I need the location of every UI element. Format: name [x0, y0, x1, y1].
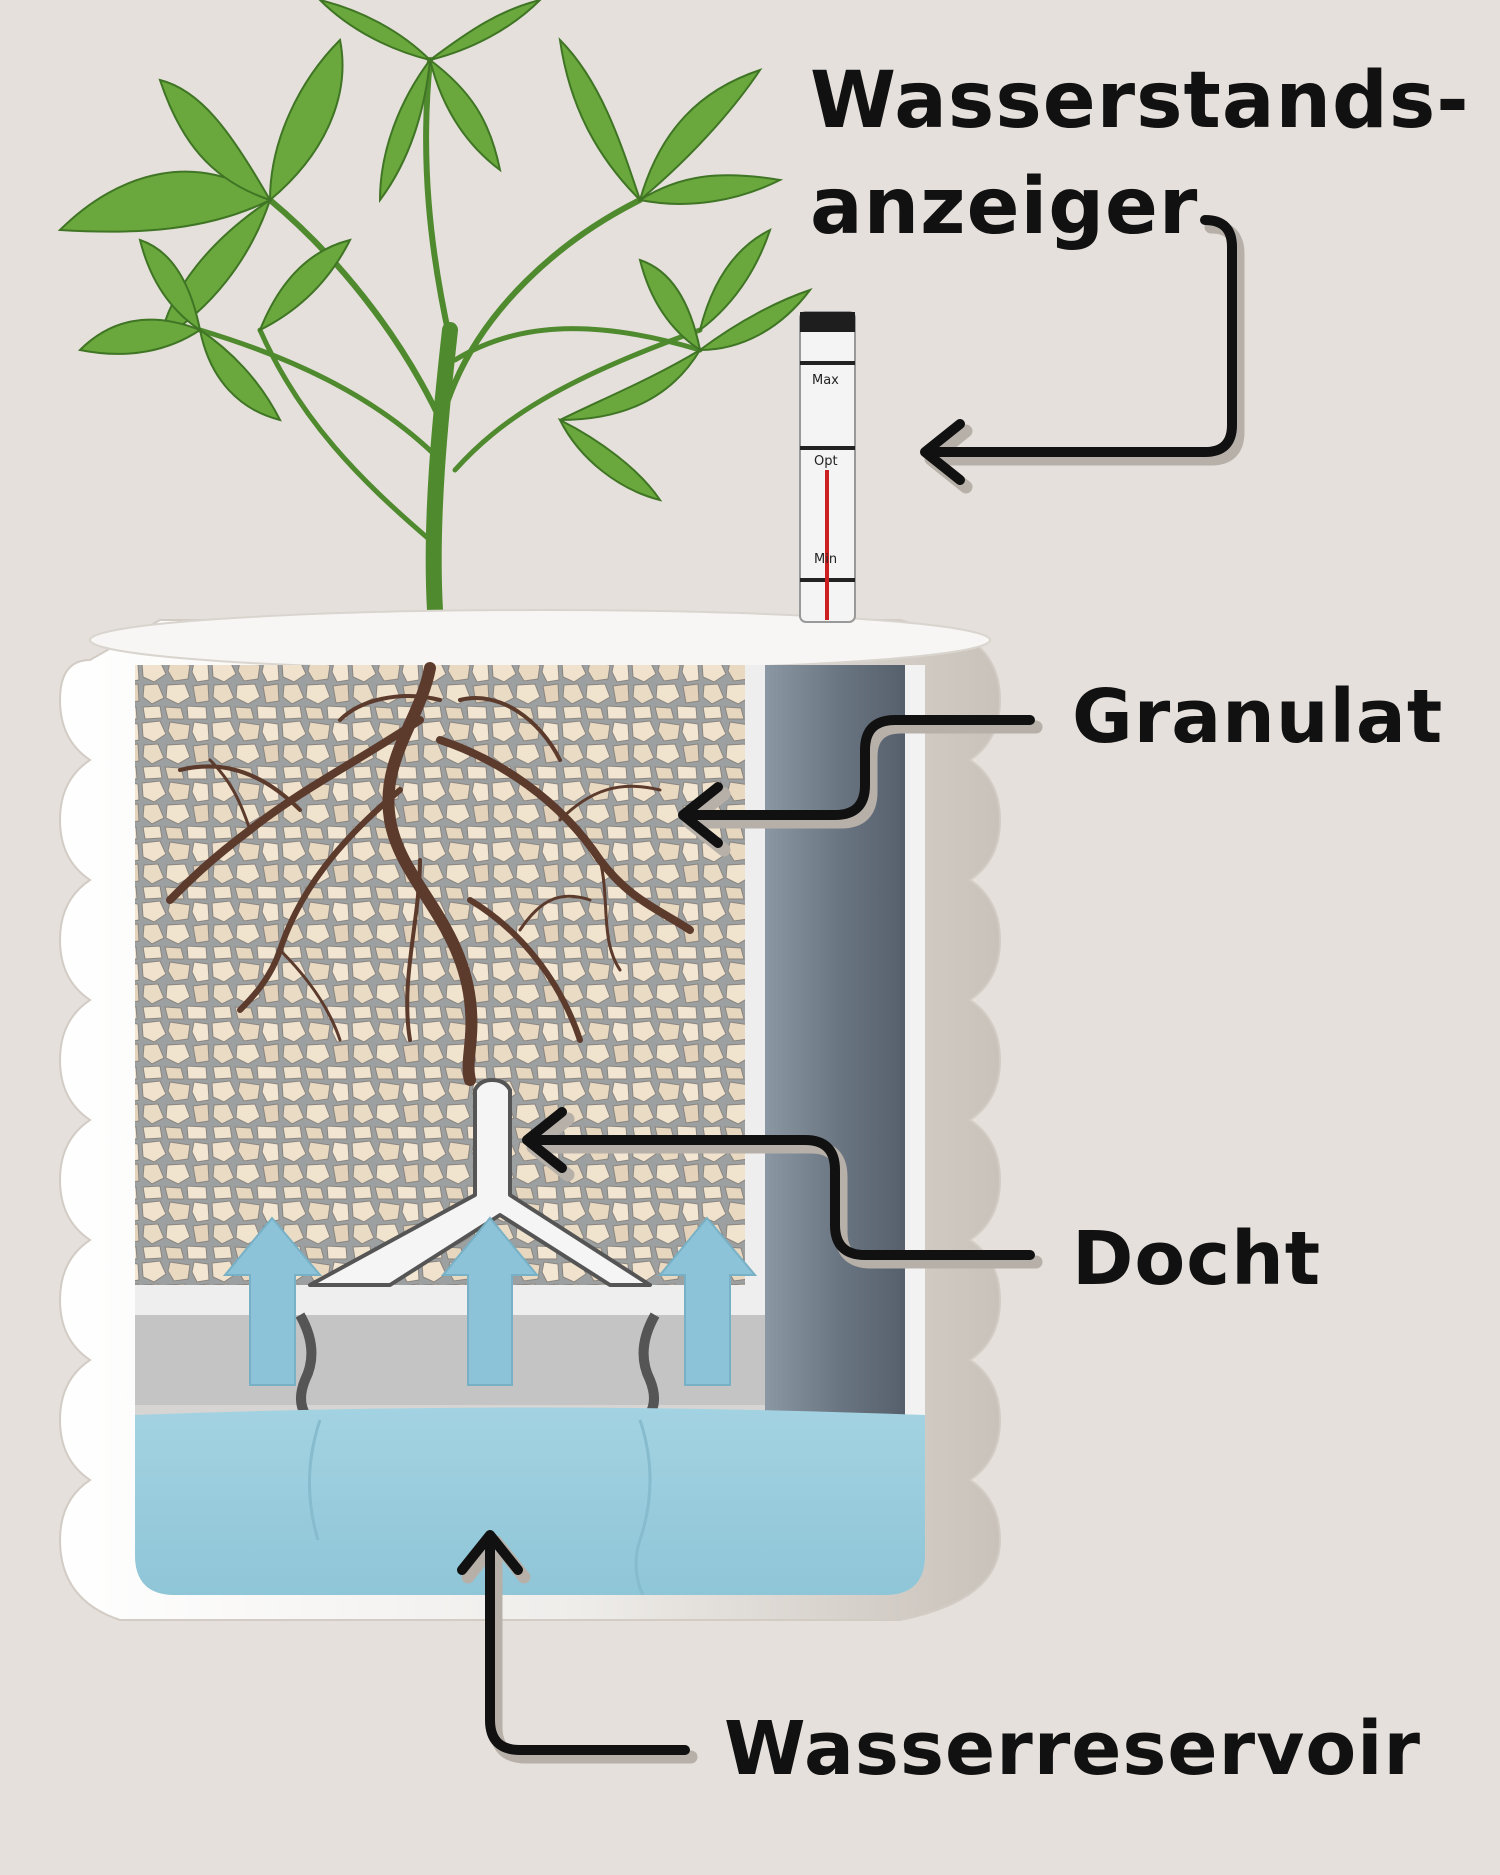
roots	[166, 662, 694, 1086]
gauge-max-label: Max	[812, 373, 839, 388]
flow-arrows	[222, 1216, 758, 1386]
wick	[308, 1078, 652, 1287]
label-wasserreservoir: Wasserreservoir	[724, 1706, 1422, 1792]
arrow-up-icon	[657, 1216, 758, 1386]
arrow-left-icon	[522, 1107, 1043, 1269]
tube	[765, 665, 915, 1425]
arrow-up-icon	[440, 1216, 540, 1386]
label-wasserstandsanzeiger-line1: Wasserstands-	[810, 56, 1470, 146]
plant	[57, 0, 813, 618]
gauge-min-label: Min	[814, 552, 837, 567]
water-reservoir	[135, 1407, 925, 1595]
insert-plate	[135, 1285, 765, 1315]
arrow-left-icon	[920, 215, 1245, 494]
cutaway-interior	[135, 665, 925, 1595]
label-wasserstandsanzeiger-line2: anzeiger	[810, 162, 1199, 252]
gauge-opt-label: Opt	[814, 454, 838, 469]
water-level-gauge: Max Opt Min	[799, 311, 856, 623]
label-docht: Docht	[1072, 1216, 1322, 1302]
label-granulat: Granulat	[1072, 674, 1444, 760]
arrow-up-icon	[457, 1530, 698, 1764]
granulat-area	[135, 665, 745, 1285]
arrow-left-icon	[678, 715, 1043, 857]
arrow-up-icon	[222, 1216, 323, 1386]
callout-arrows	[457, 215, 1245, 1764]
